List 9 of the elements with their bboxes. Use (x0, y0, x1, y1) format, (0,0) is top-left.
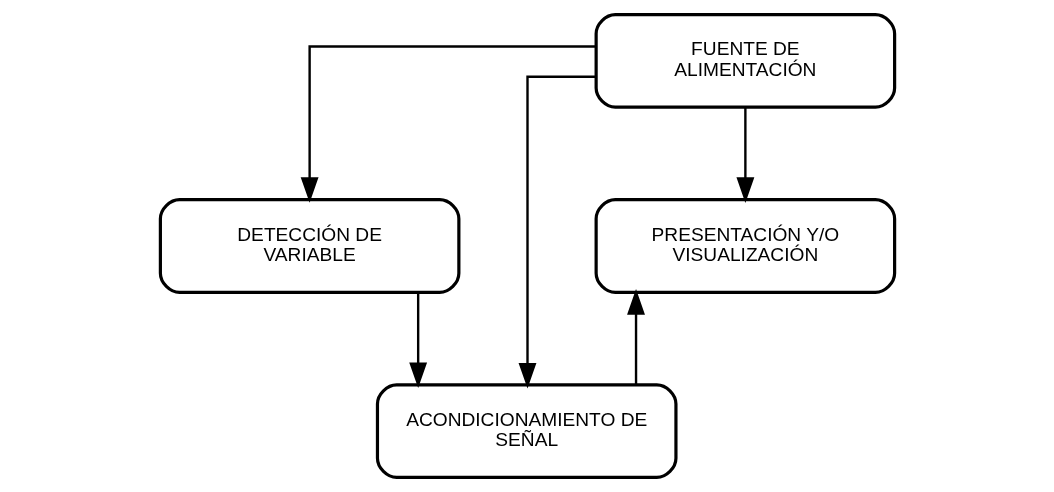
arrow (518, 75, 596, 389)
node-box: FUENTE DE ALIMENTACIÓN (594, 12, 896, 109)
node-box: ACONDICIONAMIENTO DE SEÑAL (375, 383, 678, 480)
arrow (300, 45, 596, 203)
arrow (735, 107, 754, 203)
arrow (626, 289, 645, 385)
node-box: DETECCIÓN DE VARIABLE (158, 198, 460, 294)
arrow (408, 292, 427, 389)
node-box: PRESENTACIÓN Y/O VISUALIZACIÓN (594, 198, 896, 294)
